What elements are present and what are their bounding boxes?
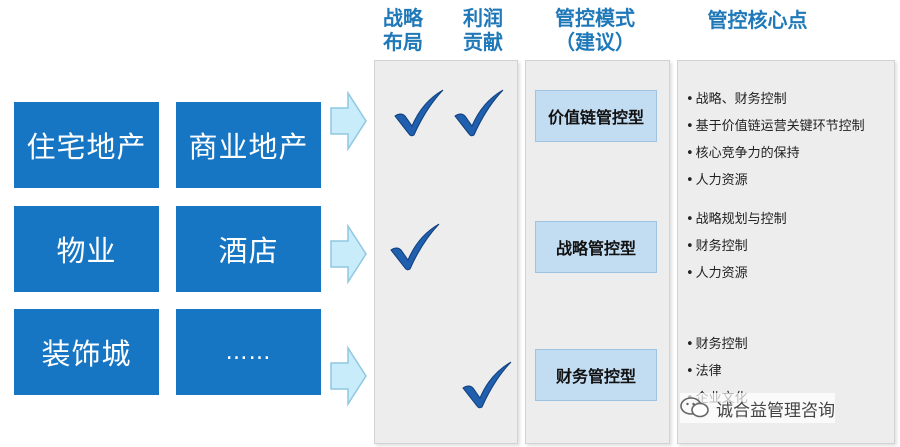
right-arrow-icon (330, 91, 367, 151)
business-decoration-city: 装饰城 (14, 309, 159, 395)
checkmark-icon (454, 89, 504, 137)
core-points-list-strategic: 战略规划与控制 财务控制 人力资源 (686, 206, 787, 287)
header-strategy-line2: 布局 (383, 30, 423, 54)
business-hotel: 酒店 (176, 206, 321, 292)
mode-strategic: 战略管控型 (535, 221, 657, 273)
core-point: 战略规划与控制 (686, 206, 787, 233)
header-mode-line2: （建议） (555, 30, 635, 54)
wechat-icon (680, 397, 709, 418)
mode-value-chain: 价值链管控型 (535, 90, 657, 142)
checkmark-icon (390, 223, 440, 271)
core-point: 法律 (686, 358, 748, 385)
business-property-mgmt: 物业 (14, 206, 159, 292)
header-mode-line1: 管控模式 (555, 6, 635, 30)
right-arrow-icon (330, 346, 367, 406)
checkmark-icon (394, 89, 444, 137)
core-point: 基于价值链运营关键环节控制 (686, 113, 865, 140)
header-strategy-layout: 战略 布局 (373, 6, 433, 54)
core-point: 战略、财务控制 (686, 86, 865, 113)
core-point: 人力资源 (686, 260, 787, 287)
watermark-text: 诚合益管理咨询 (716, 400, 835, 421)
business-more: …… (176, 309, 321, 395)
header-strategy-line1: 战略 (383, 6, 423, 30)
watermark: 诚合益管理咨询 (680, 393, 835, 423)
header-profit-line2: 贡献 (463, 30, 503, 54)
core-point: 人力资源 (686, 167, 865, 194)
core-point: 核心竞争力的保持 (686, 140, 865, 167)
business-commercial: 商业地产 (176, 102, 321, 188)
header-profit-line1: 利润 (463, 6, 503, 30)
core-points-list-value-chain: 战略、财务控制 基于价值链运营关键环节控制 核心竞争力的保持 人力资源 (686, 86, 865, 194)
header-profit-contribution: 利润 贡献 (448, 6, 518, 54)
mode-financial: 财务管控型 (535, 349, 657, 401)
checkmark-icon (462, 361, 512, 409)
core-point: 财务控制 (686, 233, 787, 260)
header-control-mode: 管控模式 （建议） (520, 6, 670, 54)
core-point: 财务控制 (686, 331, 748, 358)
right-arrow-icon (330, 224, 367, 284)
business-residential: 住宅地产 (14, 102, 159, 188)
header-core-points: 管控核心点 (707, 8, 808, 32)
